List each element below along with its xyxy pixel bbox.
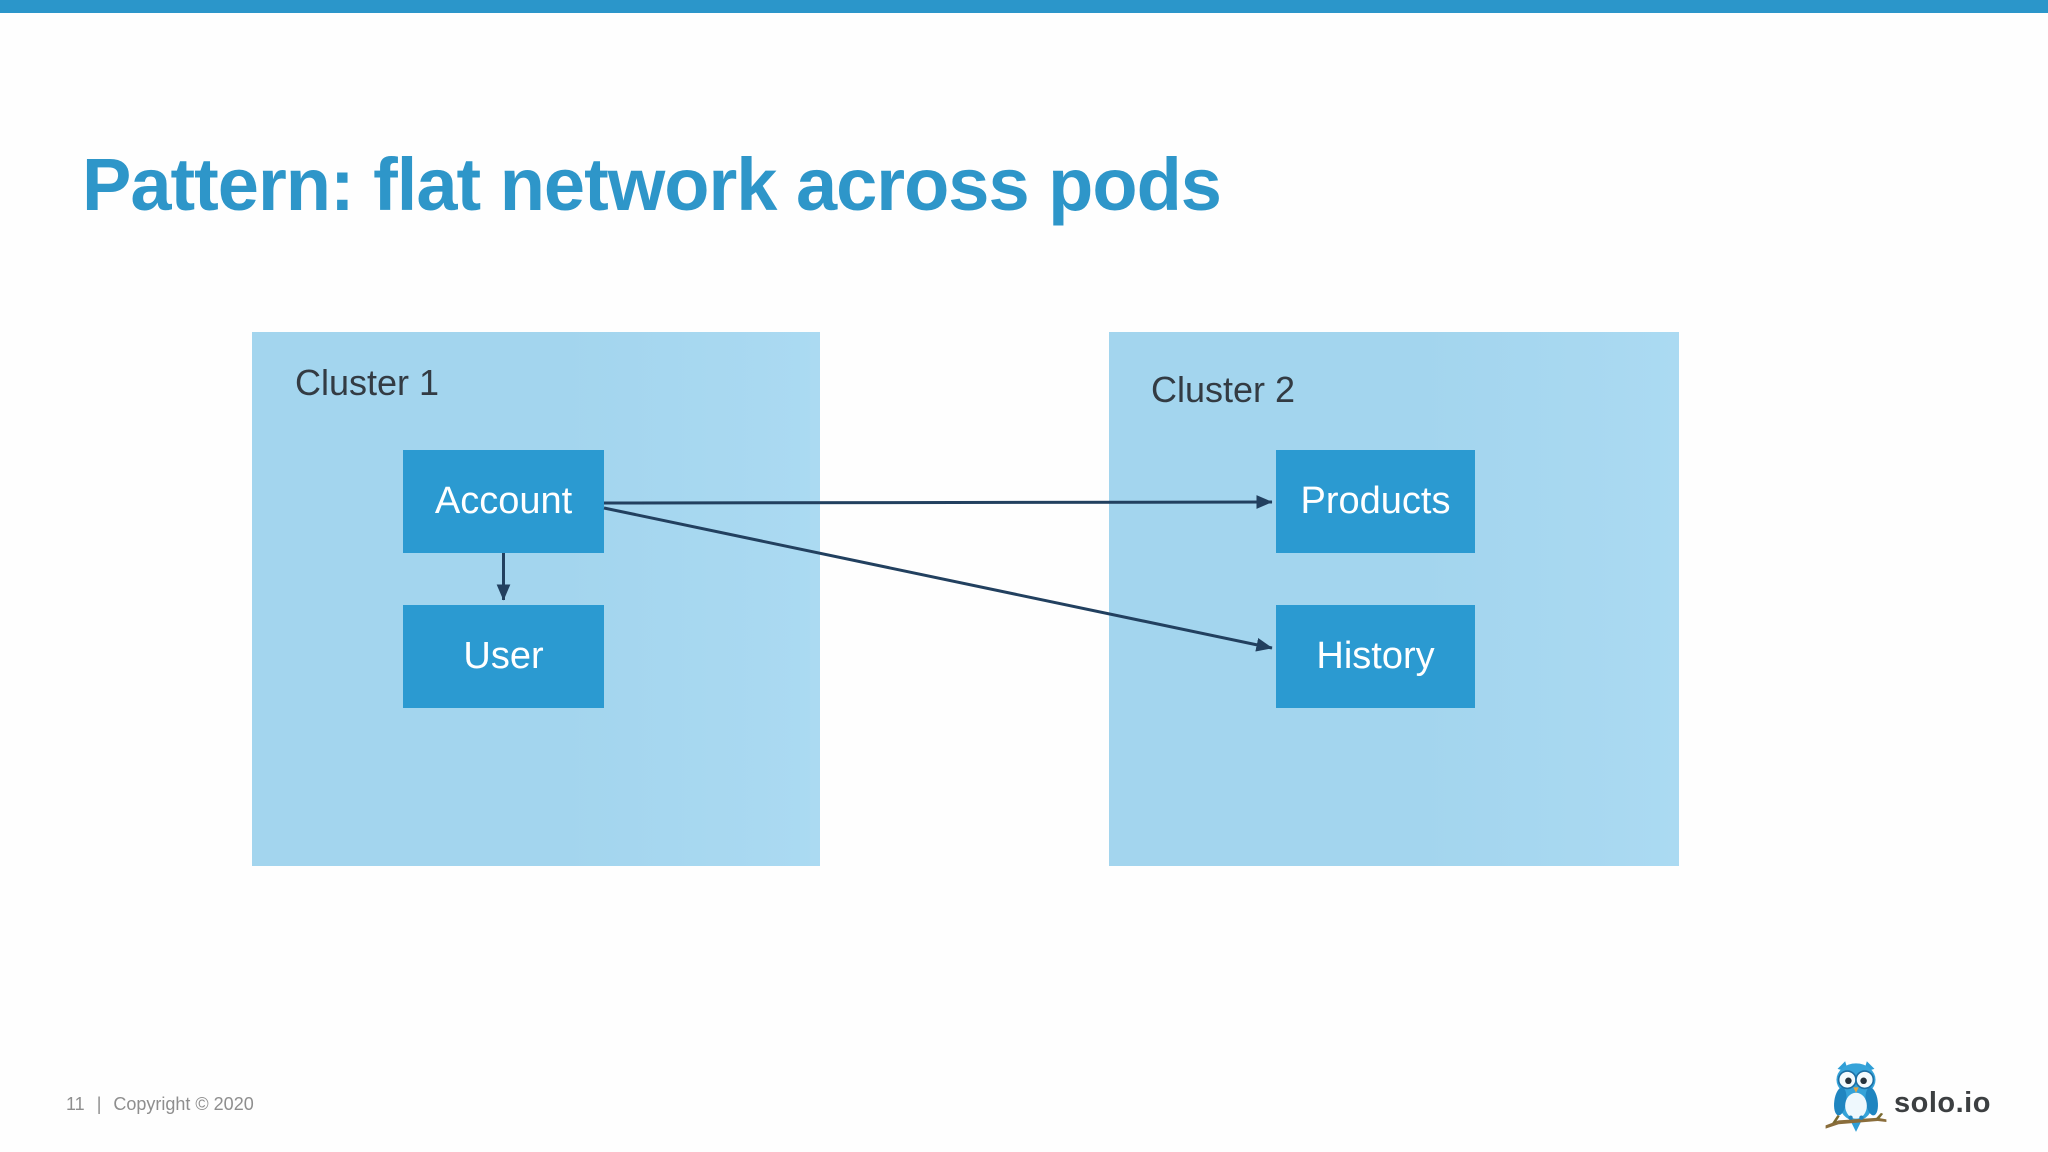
brand-wordmark: solo.io (1894, 1086, 1991, 1119)
footer: 11 | Copyright © 2020 (66, 1094, 254, 1115)
cluster-2-panel: Cluster 2 (1109, 332, 1679, 866)
cluster-1-label: Cluster 1 (295, 362, 440, 403)
solo-owl-icon (1825, 1061, 1887, 1132)
service-box-products: Products (1276, 450, 1475, 553)
top-accent-bar (0, 0, 2048, 13)
slide-title: Pattern: flat network across pods (82, 142, 1222, 226)
copyright-text: Copyright © 2020 (113, 1094, 254, 1114)
cluster-2-label: Cluster 2 (1151, 369, 1296, 410)
service-box-history: History (1276, 605, 1475, 708)
page-number: 11 (66, 1094, 85, 1114)
service-box-user: User (403, 605, 604, 708)
brand-logo: solo.io (1822, 1056, 2022, 1136)
service-box-account: Account (403, 450, 604, 553)
footer-separator: | (96, 1094, 102, 1114)
cluster-1-panel: Cluster 1 (252, 332, 820, 866)
